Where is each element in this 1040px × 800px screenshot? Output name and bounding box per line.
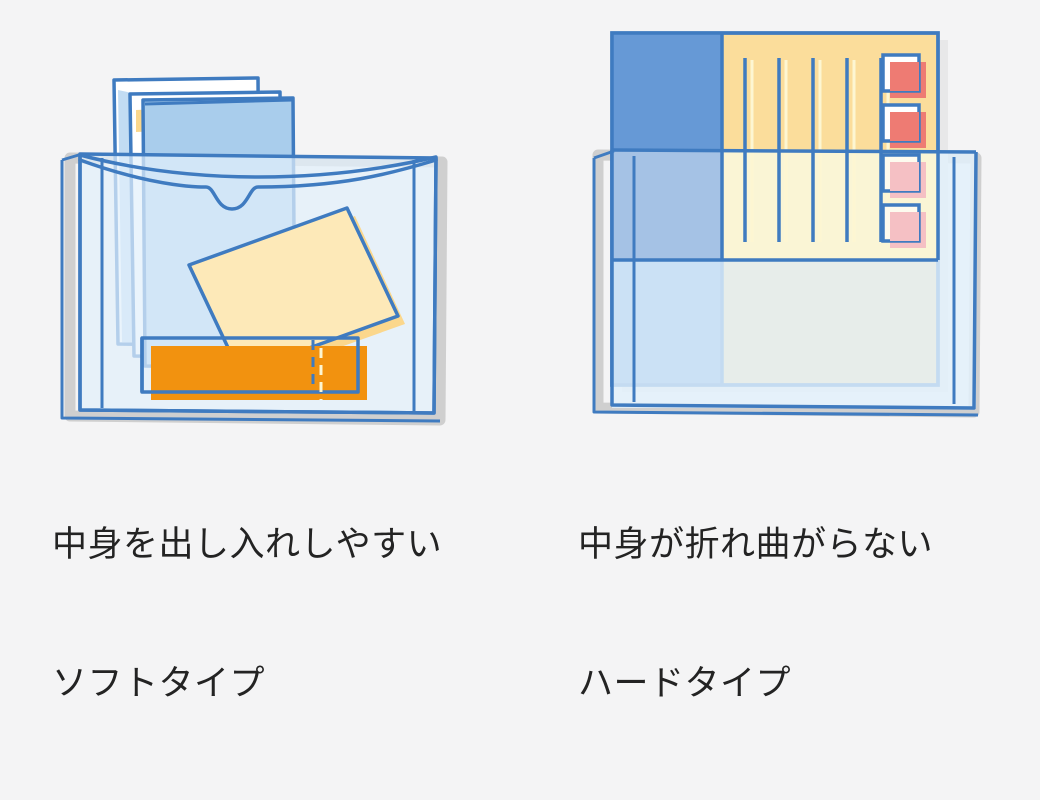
caption-line-1: 中身を出し入れしやすい: [52, 525, 443, 565]
caption-hard-type: 中身が折れ曲がらない ハードタイプ: [578, 430, 933, 800]
soft-clear-case-illustration: [60, 76, 448, 426]
illustration-page: 中身を出し入れしやすい ソフトタイプ: [0, 0, 1040, 703]
caption-line-2: ソフトタイプ: [52, 663, 266, 703]
panel-soft-type: 中身を出し入れしやすい ソフトタイプ: [0, 0, 540, 703]
caption-line-1: 中身が折れ曲がらない: [578, 525, 934, 565]
case-front-outline: [60, 152, 441, 423]
panel-hard-type: 中身が折れ曲がらない ハードタイプ: [540, 0, 1040, 703]
caption-line-2: ハードタイプ: [578, 663, 792, 703]
hard-clear-case-illustration: [592, 31, 982, 418]
orange-ticket: [140, 336, 367, 400]
clear-case-hard: [592, 148, 979, 417]
caption-soft-type: 中身を出し入れしやすい ソフトタイプ: [52, 430, 442, 800]
